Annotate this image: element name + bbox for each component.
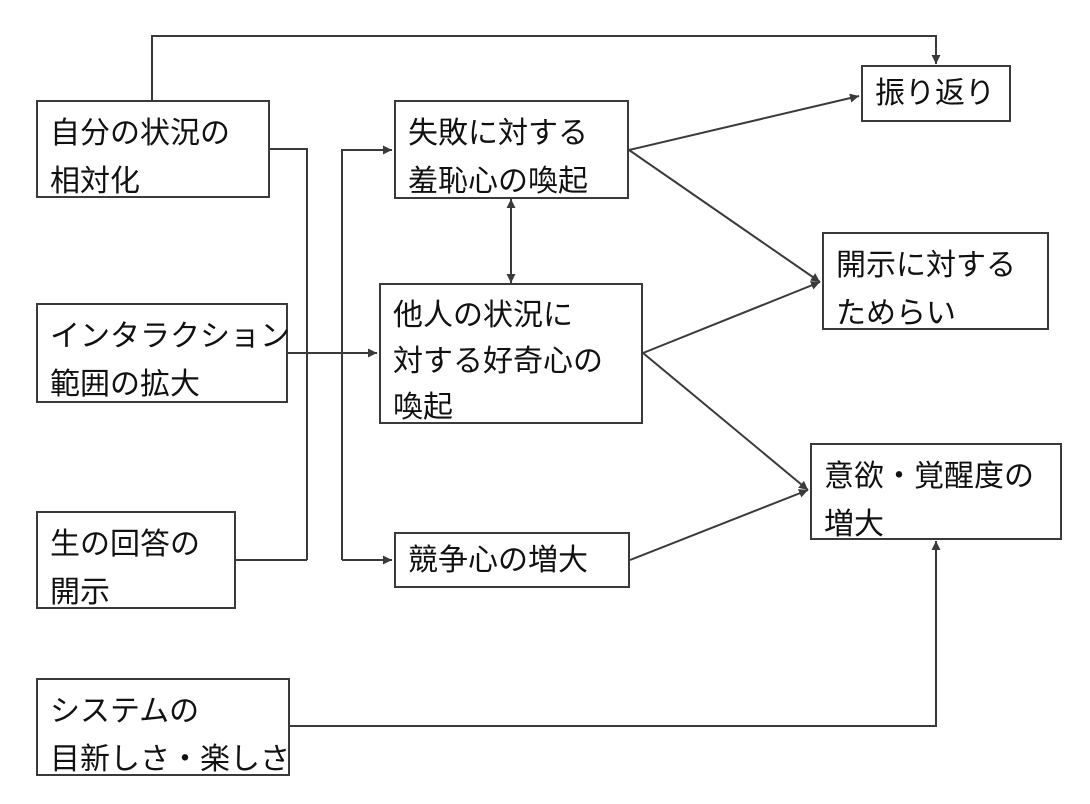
edge-self-to-bus xyxy=(270,148,308,560)
edge-curiosity-to-hesitation xyxy=(642,281,821,354)
edge-self-to-reflection xyxy=(151,35,941,100)
node-shame-arousal: 失敗に対する 羞恥心の喚起 xyxy=(394,100,629,199)
edge-curiosity-to-motivation xyxy=(642,352,809,491)
node-system-novelty: システムの 目新しさ・楽しさ xyxy=(36,678,290,777)
node-label: 開示に対する ためらい xyxy=(836,248,1016,331)
node-label: 意欲・覚醒度の 増大 xyxy=(824,459,1034,542)
edge-bus-to-shame xyxy=(341,145,392,560)
node-label: 自分の状況の 相対化 xyxy=(50,116,230,199)
node-label: インタラクション 範囲の拡大 xyxy=(50,319,290,402)
node-label: 失敗に対する 羞恥心の喚起 xyxy=(408,116,588,199)
edge-competition-to-motivation xyxy=(629,489,809,561)
node-label: 振り返り xyxy=(875,76,995,111)
node-curiosity-arousal: 他人の状況に 対する好奇心の 喚起 xyxy=(379,283,643,425)
node-motivation-increase: 意欲・覚醒度の 増大 xyxy=(810,443,1062,542)
edge-shame-to-reflection xyxy=(628,93,860,151)
node-interaction-expansion: インタラクション 範囲の拡大 xyxy=(36,303,290,403)
node-label: 競争心の増大 xyxy=(408,543,588,578)
node-raw-answer-disclosure: 生の回答の 開示 xyxy=(36,511,236,610)
node-label: システムの 目新しさ・楽しさ xyxy=(50,694,290,777)
node-competition-increase: 競争心の増大 xyxy=(394,532,630,588)
edge-novelty-to-motivation xyxy=(290,541,941,727)
node-label: 他人の状況に 対する好奇心の 喚起 xyxy=(393,298,603,425)
node-label: 生の回答の 開示 xyxy=(50,527,200,610)
node-self-relativization: 自分の状況の 相対化 xyxy=(36,100,270,199)
node-disclosure-hesitation: 開示に対する ためらい xyxy=(822,232,1049,331)
edge-shame-to-hesitation xyxy=(628,149,821,283)
node-reflection: 振り返り xyxy=(861,65,1011,122)
